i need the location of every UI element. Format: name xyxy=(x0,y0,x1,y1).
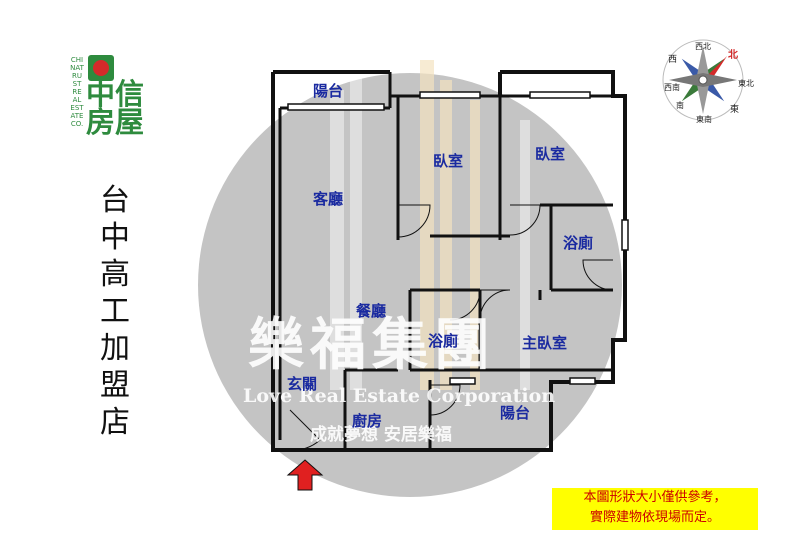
logo-icon xyxy=(88,55,114,81)
room-label-balcony-top: 陽台 xyxy=(313,82,344,100)
compass-label: 東北 xyxy=(738,78,754,88)
disclaimer-note: 本圖形狀大小僅供參考， 實際建物依現場而定。 xyxy=(552,488,758,530)
store-name-char: 盟 xyxy=(100,368,130,403)
room-label-entrance: 玄關 xyxy=(287,375,318,393)
compass-label: 西北 xyxy=(695,42,711,51)
room-label-master-bedroom: 主臥室 xyxy=(522,334,568,352)
compass-label: 北 xyxy=(728,48,738,61)
compass-label: 東南 xyxy=(696,114,712,124)
store-name-char: 加 xyxy=(100,331,130,366)
disclaimer-line: 本圖形狀大小僅供參考， xyxy=(583,490,727,505)
store-name: 台 中 高 工 加 盟 店 xyxy=(100,182,130,441)
room-label-kitchen: 廚房 xyxy=(352,412,383,430)
compass-label: 西南 xyxy=(664,82,680,92)
compass-label: 南 xyxy=(676,100,684,110)
room-label-bathroom-1: 浴廁 xyxy=(563,234,594,252)
room-label-dining-room: 餐廳 xyxy=(356,302,387,320)
store-name-char: 台 xyxy=(100,183,130,218)
store-name-char: 高 xyxy=(100,257,130,292)
store-name-char: 工 xyxy=(100,294,130,329)
disclaimer-line: 實際建物依現場而定。 xyxy=(589,510,720,525)
room-label-living-room: 客廳 xyxy=(313,190,344,208)
room-label-bedroom-1: 臥室 xyxy=(433,152,464,170)
logo-english-text: CHINATRUST REAL ESTATE CO. xyxy=(70,56,84,128)
watermark-subtitle: Love Real Estate Corporation xyxy=(243,385,556,407)
watermark-title: 樂福集團 xyxy=(248,312,496,378)
compass-label: 西 xyxy=(668,54,677,65)
room-label-balcony-bottom: 陽台 xyxy=(500,404,531,422)
store-name-char: 中 xyxy=(100,220,130,255)
entrance-arrow xyxy=(286,459,324,491)
watermark-slogan: 成就夢想 安居樂福 xyxy=(310,425,452,445)
outer-wall xyxy=(271,70,627,452)
room-label-bathroom-2: 浴廁 xyxy=(428,332,459,350)
room-label-bedroom-2: 臥室 xyxy=(535,145,566,163)
store-name-char: 店 xyxy=(100,405,130,440)
logo-name: 中信房屋 xyxy=(86,77,145,139)
compass-label: 東 xyxy=(730,103,739,115)
